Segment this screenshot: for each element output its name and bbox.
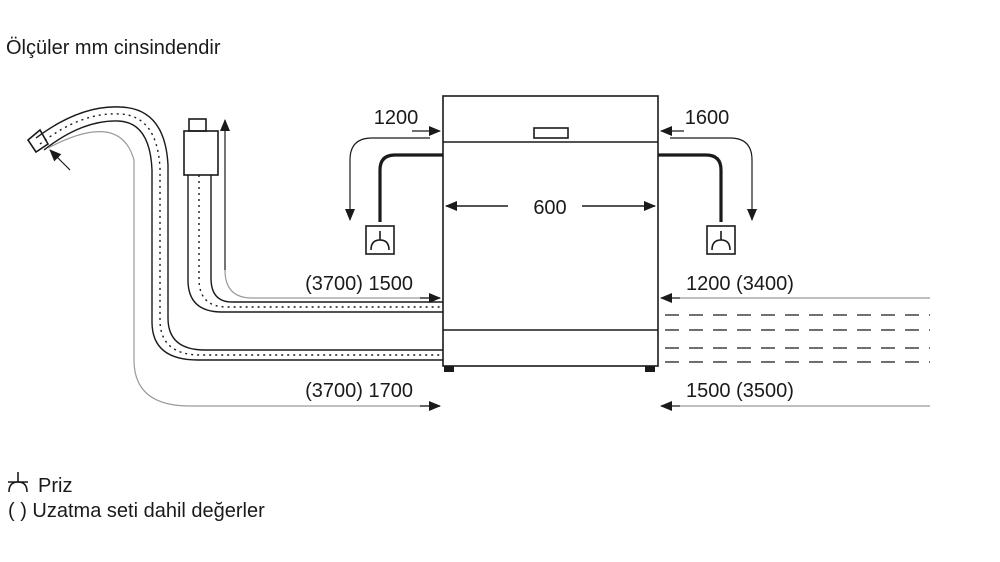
drain-hose-dimension: (3700) 1700 bbox=[47, 131, 441, 411]
right-power-cable: 1600 bbox=[658, 107, 757, 222]
left-socket-dimension-label: 1200 bbox=[374, 107, 419, 129]
control-panel bbox=[533, 127, 569, 139]
socket-icon bbox=[706, 225, 736, 255]
units-note: Ölçüler mm cinsindendir bbox=[6, 37, 221, 59]
dishwasher-outline bbox=[442, 95, 659, 372]
drain-hose bbox=[26, 106, 443, 361]
legend: Priz ( ) Uzatma seti dahil değerler bbox=[8, 472, 265, 522]
inlet-hose bbox=[187, 175, 443, 313]
legend-parentheses-label: ( ) Uzatma seti dahil değerler bbox=[8, 500, 265, 522]
socket-icon bbox=[365, 225, 395, 255]
right-inlet-dimension: 1200 (3400) bbox=[660, 273, 930, 303]
width-label: 600 bbox=[533, 197, 566, 219]
right-hose-continuation bbox=[665, 314, 930, 363]
right-socket-dimension-label: 1600 bbox=[685, 107, 730, 129]
left-power-cable: 1200 bbox=[345, 107, 443, 222]
inlet-hose-dimension: (3700) 1500 bbox=[220, 119, 441, 303]
aquastop-valve-icon bbox=[183, 118, 219, 176]
width-dimension: 600 bbox=[445, 197, 656, 219]
socket-icon bbox=[8, 472, 28, 493]
drain-hose-right-label: 1500 (3500) bbox=[686, 380, 794, 402]
drain-hose-left-label: (3700) 1700 bbox=[305, 380, 413, 402]
inlet-hose-right-label: 1200 (3400) bbox=[686, 273, 794, 295]
right-drain-dimension: 1500 (3500) bbox=[660, 380, 930, 411]
legend-socket-label: Priz bbox=[38, 475, 72, 497]
inlet-hose-left-label: (3700) 1500 bbox=[305, 273, 413, 295]
